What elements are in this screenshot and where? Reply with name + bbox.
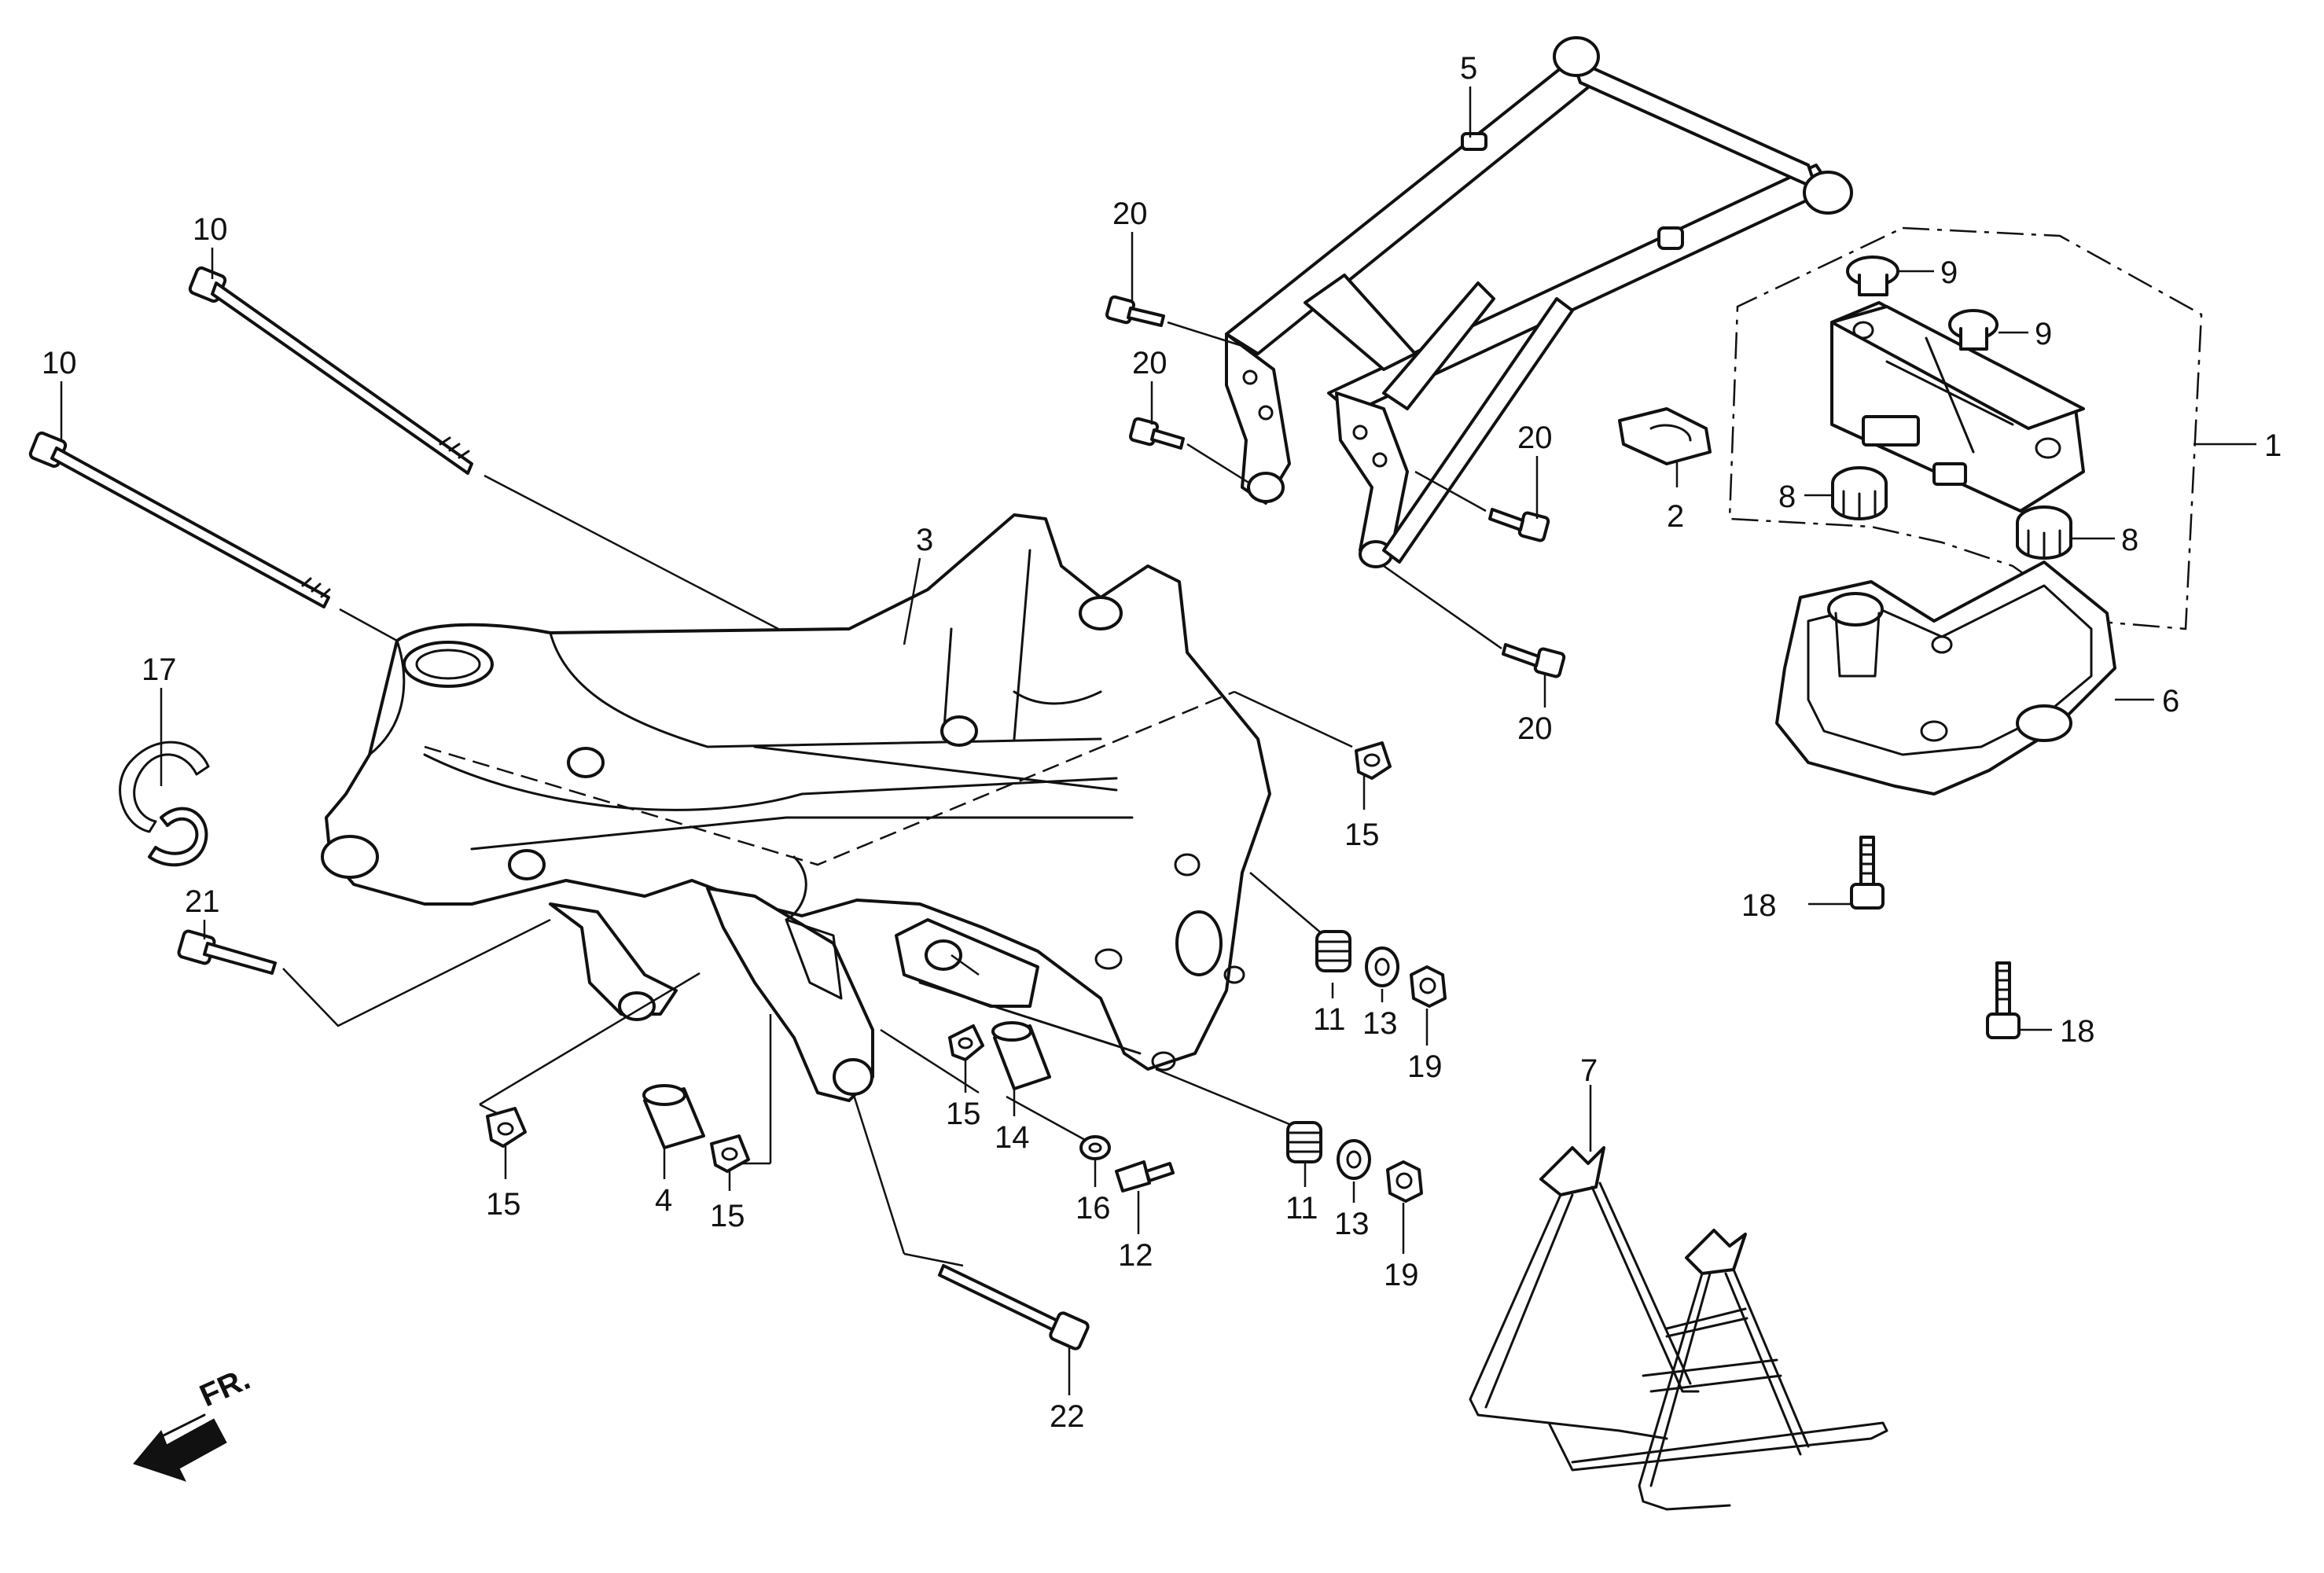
bushing-11-upper bbox=[1315, 930, 1351, 972]
callout-19-lower: 19 bbox=[1384, 1258, 1419, 1292]
callout-19-upper: 19 bbox=[1407, 1049, 1443, 1084]
callout-11-upper: 11 bbox=[1313, 1002, 1346, 1037]
callout-15-left: 15 bbox=[486, 1187, 521, 1222]
ring-clip-17 bbox=[119, 741, 210, 867]
callout-6: 6 bbox=[2162, 684, 2179, 719]
bushing-11-lower bbox=[1286, 1121, 1322, 1163]
screw-18-b bbox=[1986, 961, 2021, 1039]
callout-10-upper: 10 bbox=[193, 212, 228, 247]
callout-15-right: 15 bbox=[1344, 818, 1380, 852]
callout-15-frame: 15 bbox=[946, 1097, 981, 1131]
callout-18-lower: 18 bbox=[2060, 1014, 2095, 1049]
callout-3: 3 bbox=[916, 523, 933, 557]
callout-4: 4 bbox=[655, 1183, 672, 1218]
main-frame bbox=[321, 513, 1271, 1102]
collar-14 bbox=[991, 1021, 1051, 1090]
bolt-20-b bbox=[1129, 417, 1185, 450]
callout-15-center: 15 bbox=[710, 1199, 745, 1233]
washer-15-b bbox=[710, 1134, 750, 1173]
grommet-8-b bbox=[2016, 505, 2072, 560]
callout-20-c: 20 bbox=[1517, 421, 1553, 455]
seat-rail-5 bbox=[1225, 36, 1853, 568]
bolt-10-lower bbox=[28, 431, 331, 608]
callout-14: 14 bbox=[995, 1120, 1030, 1155]
callout-20-d: 20 bbox=[1517, 711, 1553, 746]
callout-10-lower: 10 bbox=[42, 346, 77, 380]
tray-6 bbox=[1775, 560, 2116, 796]
callout-8-left: 8 bbox=[1778, 480, 1796, 514]
front-direction-arrow bbox=[133, 1413, 227, 1482]
module-1 bbox=[1830, 301, 2085, 513]
callout-21: 21 bbox=[185, 884, 220, 919]
callout-20-a: 20 bbox=[1112, 197, 1148, 231]
nut-19-lower bbox=[1386, 1160, 1423, 1203]
callout-9-left: 9 bbox=[1940, 255, 1958, 290]
collar-13-lower bbox=[1337, 1139, 1371, 1180]
callout-12: 12 bbox=[1118, 1238, 1153, 1273]
callout-5: 5 bbox=[1460, 51, 1477, 86]
screw-18-a bbox=[1850, 836, 1885, 910]
callout-11-lower: 11 bbox=[1285, 1191, 1318, 1226]
callout-13-upper: 13 bbox=[1362, 1006, 1398, 1041]
washer-16 bbox=[1079, 1135, 1111, 1160]
bolt-10-upper bbox=[188, 266, 473, 475]
nut-19-upper bbox=[1410, 965, 1447, 1008]
callout-20-b: 20 bbox=[1132, 346, 1168, 380]
clip-2 bbox=[1618, 407, 1712, 465]
washer-15-c bbox=[948, 1024, 984, 1061]
collar-13-upper bbox=[1365, 946, 1399, 987]
cap-9-b bbox=[1948, 309, 1999, 351]
callout-9-right: 9 bbox=[2035, 317, 2052, 351]
bolt-22 bbox=[938, 1264, 1090, 1351]
washer-15-d bbox=[1355, 741, 1392, 780]
grommet-8-a bbox=[1831, 466, 1888, 520]
callout-22: 22 bbox=[1050, 1399, 1085, 1434]
bolt-20-a bbox=[1105, 295, 1165, 327]
front-label: FR. bbox=[195, 1362, 256, 1413]
washer-15-a bbox=[486, 1107, 527, 1148]
callout-2: 2 bbox=[1667, 499, 1684, 534]
callout-13-lower: 13 bbox=[1334, 1207, 1370, 1241]
bolt-21 bbox=[177, 929, 277, 975]
callout-18-upper: 18 bbox=[1741, 888, 1777, 923]
collar-4 bbox=[642, 1084, 705, 1149]
callout-8-right: 8 bbox=[2121, 523, 2138, 557]
bolt-12 bbox=[1115, 1160, 1175, 1193]
cap-9-a bbox=[1846, 255, 1899, 296]
callout-1: 1 bbox=[2264, 428, 2282, 463]
bolt-20-c bbox=[1488, 508, 1550, 542]
stand-7 bbox=[1469, 1146, 1888, 1511]
bolt-20-d bbox=[1502, 643, 1566, 678]
callout-17: 17 bbox=[142, 652, 177, 687]
callout-16: 16 bbox=[1076, 1191, 1111, 1226]
callout-7: 7 bbox=[1580, 1053, 1598, 1088]
